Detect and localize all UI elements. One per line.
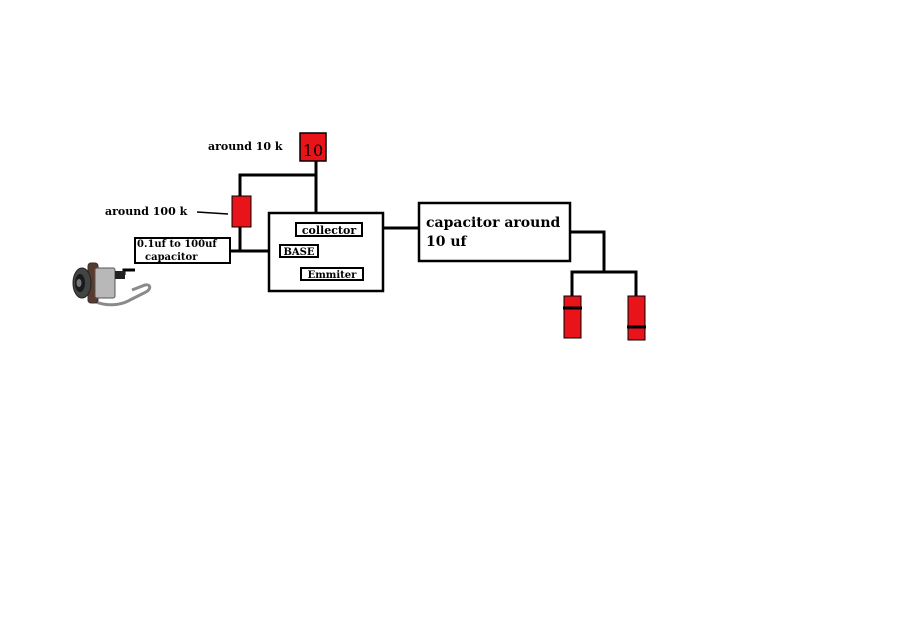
audio-jack-icon [72,262,152,307]
output-capacitor-label-2: 10 uf [426,234,468,250]
resistor-10k [299,132,327,162]
output-capacitor [417,201,572,263]
output-plug-right [627,295,646,341]
wire-outcap-split [570,230,606,272]
resistor-100k [231,195,252,228]
emitter-label: Emmiter [308,270,358,281]
input-capacitor [134,237,231,264]
wire-split-outputs [570,270,638,296]
input-capacitor-label-1: 0.1uf to 100uf [137,239,217,250]
resistor-100k-label: around 100 k [105,205,188,218]
wire-jack-cap [122,268,135,275]
emitter-box [300,267,364,281]
resistor-10k-label: around 10 k [208,140,283,153]
collector-box [295,222,363,237]
output-capacitor-label-1: capacitor around [426,215,560,231]
resistor-10k-mark: 10 [303,141,323,160]
input-capacitor-label-2: capacitor [145,252,198,263]
collector-label: collector [302,224,357,237]
base-label: BASE [283,247,314,258]
output-plug-left [563,295,582,339]
base-box [279,244,319,258]
resistor-100k-pointer [196,211,229,215]
wire-top-100k [238,173,316,196]
